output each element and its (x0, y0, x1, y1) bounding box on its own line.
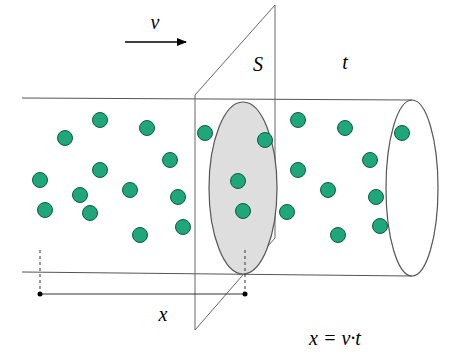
area-symbol: S (253, 54, 263, 74)
velocity-arrow (125, 41, 186, 43)
tube-end (386, 100, 438, 276)
formula: x = v·t (309, 328, 361, 348)
tube-edge (22, 272, 412, 276)
dimension-line (40, 293, 245, 294)
distance-symbol: x (159, 304, 168, 324)
dimension-line (245, 250, 246, 296)
dimension-line (40, 250, 41, 296)
velocity-symbol: v (151, 12, 160, 32)
time-symbol: t (342, 52, 348, 72)
cross-section (209, 102, 277, 274)
tube-edge (22, 98, 412, 100)
dimension-dot (38, 292, 43, 297)
particles (33, 113, 410, 243)
dimension-dot (243, 292, 248, 297)
